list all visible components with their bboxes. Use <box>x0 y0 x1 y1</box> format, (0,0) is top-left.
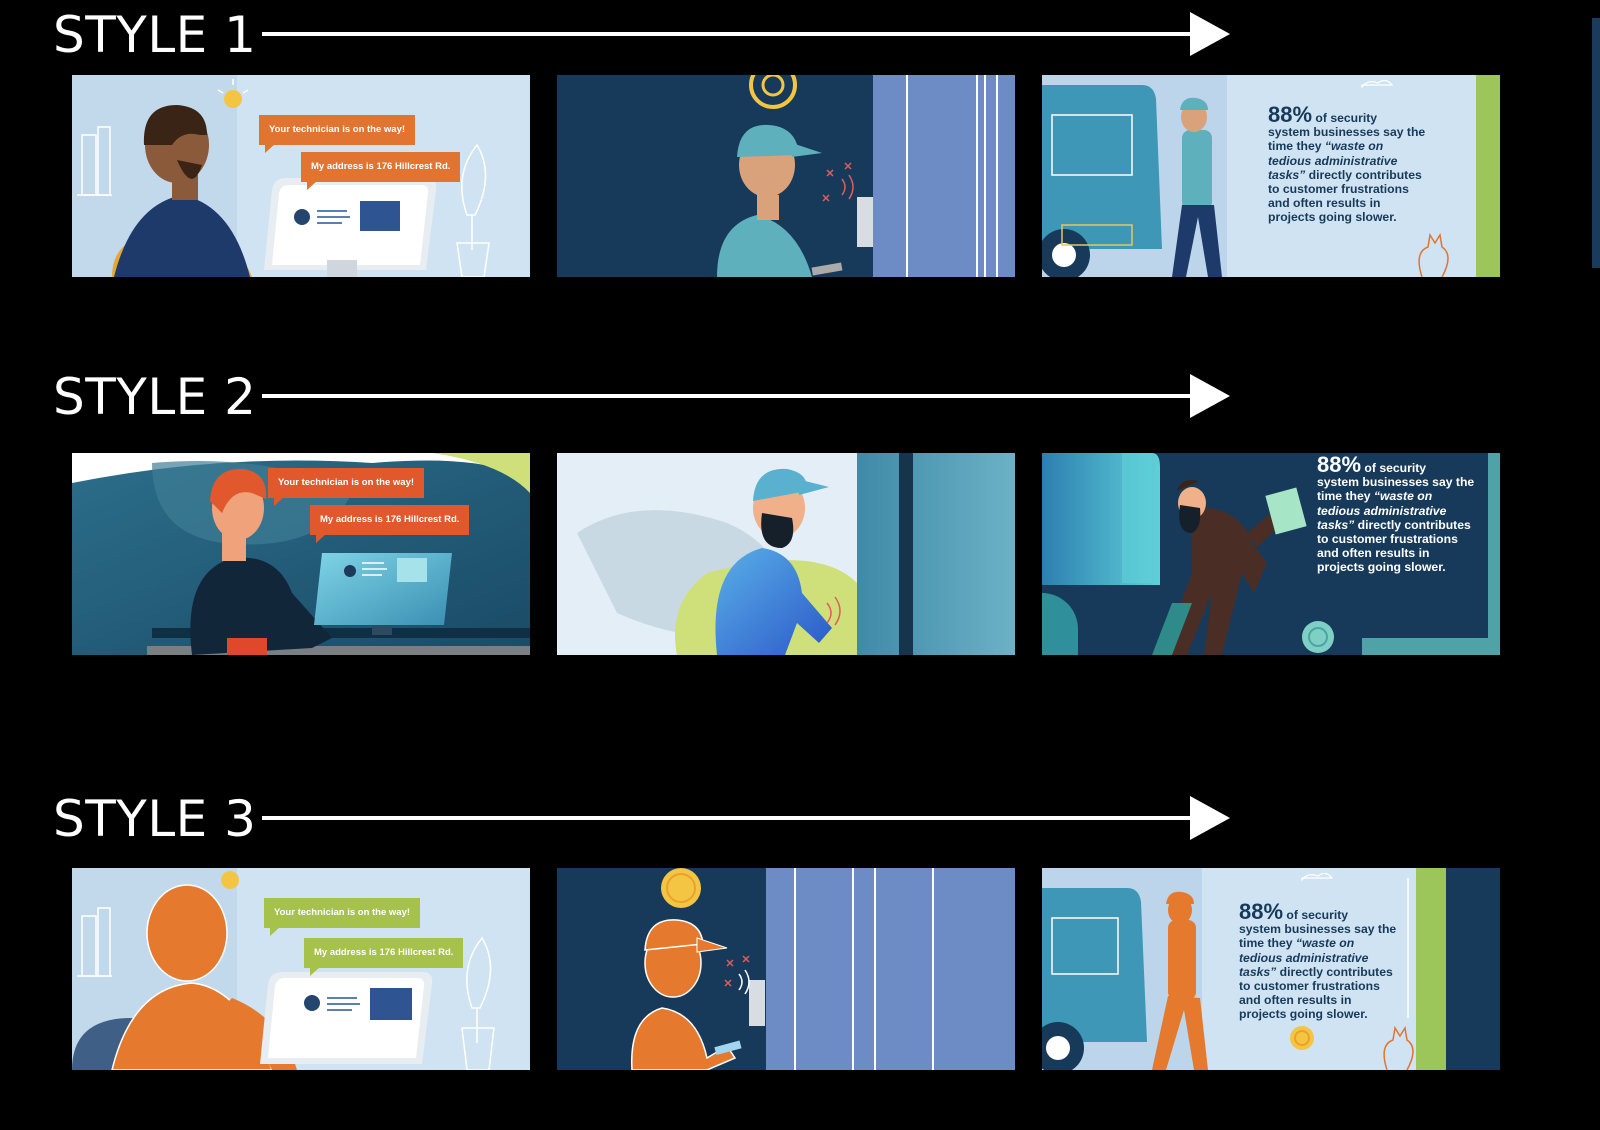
style-3-panel-technician-door <box>557 868 1015 1070</box>
style-1-panel-technician-door <box>557 75 1015 277</box>
style-3-title: STYLE 3 <box>53 790 257 848</box>
chat-bubble-address: My address is 176 Hillcrest Rd. <box>310 505 470 543</box>
statistic-text: 88% of security system businesses say th… <box>1317 453 1475 575</box>
style-2-title: STYLE 2 <box>53 368 257 426</box>
style-2-panel-customer: Your technician is on the way! My addres… <box>72 453 530 655</box>
style-1-panel-customer: Your technician is on the way! My addres… <box>72 75 530 277</box>
chat-bubble-address: My address is 176 Hillcrest Rd. <box>304 938 464 976</box>
chat-bubble-technician: Your technician is on the way! <box>268 468 425 506</box>
style-3-arrow <box>262 796 1230 840</box>
style-1-panel-statistic: 88% of security system businesses say th… <box>1042 75 1500 277</box>
chat-bubble-technician: Your technician is on the way! <box>264 898 421 936</box>
statistic-text: 88% of security system businesses say th… <box>1239 899 1397 1022</box>
statistic-text: 88% of security system businesses say th… <box>1268 102 1426 225</box>
style-2-panel-technician-door <box>557 453 1015 655</box>
stat-percent: 88% <box>1239 899 1284 924</box>
style-1-title: STYLE 1 <box>53 6 257 64</box>
chat-bubble-address: My address is 176 Hillcrest Rd. <box>301 152 461 190</box>
chat-bubble-technician: Your technician is on the way! <box>259 115 416 153</box>
style-3-panel-customer: Your technician is on the way! My addres… <box>72 868 530 1070</box>
style-1-arrow <box>262 12 1230 56</box>
style-2-panel-statistic: 88% of security system businesses say th… <box>1042 453 1500 655</box>
style-3-panel-statistic: 88% of security system businesses say th… <box>1042 868 1500 1070</box>
right-edge-accent <box>1592 18 1600 268</box>
stat-percent: 88% <box>1268 102 1313 127</box>
style-2-arrow <box>262 374 1230 418</box>
stat-percent: 88% <box>1317 453 1362 477</box>
